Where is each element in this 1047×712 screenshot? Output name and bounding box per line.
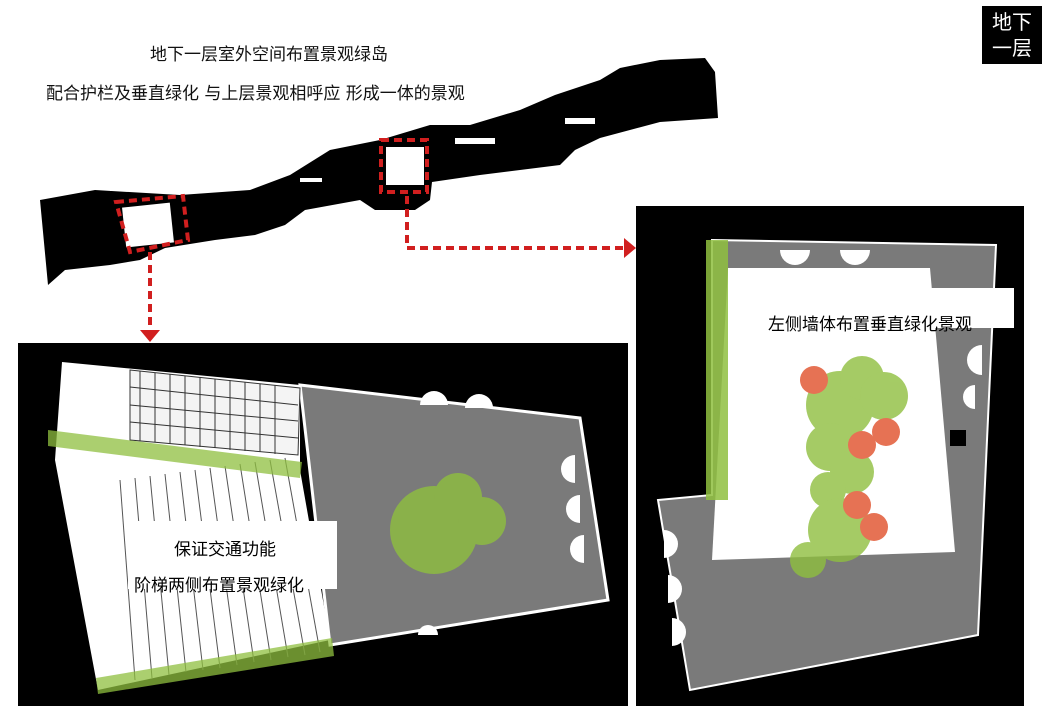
courtyard-trees	[390, 473, 506, 574]
detail-doors	[664, 250, 982, 646]
vertical-green-wall	[706, 240, 728, 500]
courtyard-doors	[418, 391, 584, 635]
level-badge-line-2: 一层	[992, 36, 1032, 60]
marker-courtyard-area	[379, 138, 429, 194]
intro-line-1: 地下一层室外空间布置景观绿岛	[150, 45, 388, 65]
site-silhouette	[40, 58, 718, 285]
level-badge: 地下 一层	[982, 6, 1042, 64]
detail-trees	[790, 356, 908, 578]
arrow-line-right	[405, 196, 626, 250]
site-openings	[110, 118, 595, 248]
courtyard-detail-plan	[636, 206, 1024, 706]
column	[950, 430, 966, 446]
planting-strip-lower	[96, 638, 334, 694]
stair-callout: 保证交通功能 阶梯两侧布置景观绿化	[128, 521, 337, 596]
intro-line-2: 配合护栏及垂直绿化 与上层景观相呼应 形成一体的景观	[46, 84, 465, 104]
stair-detail-plan	[18, 343, 628, 706]
wall-callout: 左侧墙体布置垂直绿化景观	[760, 288, 1014, 335]
arrow-head-right	[624, 238, 636, 258]
marker-stair-area	[113, 193, 191, 255]
planting-strip-upper	[48, 430, 302, 478]
escalator	[129, 369, 301, 456]
wall-callout-line-1: 左侧墙体布置垂直绿化景观	[768, 315, 972, 335]
arrow-head-down	[140, 330, 160, 342]
site-overview-plan	[40, 58, 718, 342]
level-badge-line-1: 地下	[992, 10, 1032, 34]
stair-callout-line-1: 保证交通功能	[174, 540, 276, 560]
stair-callout-line-2: 阶梯两侧布置景观绿化	[134, 576, 304, 596]
